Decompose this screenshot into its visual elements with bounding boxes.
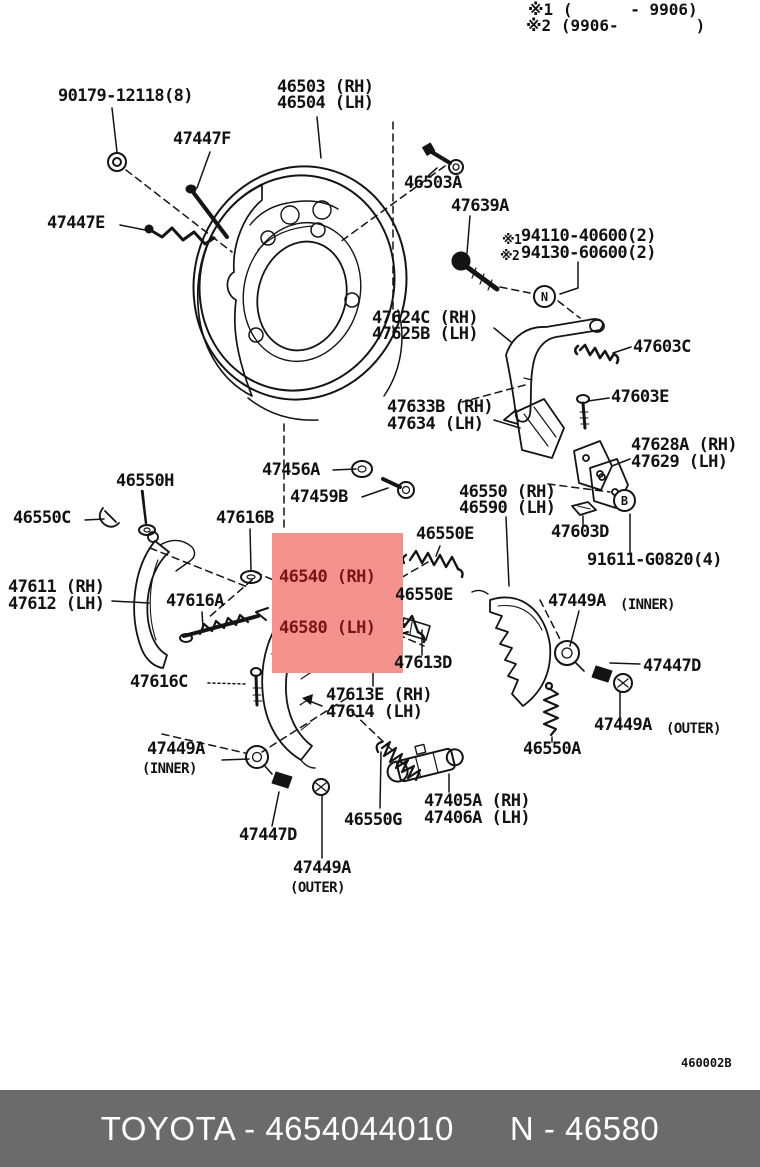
part-label: 47449A — [548, 591, 606, 611]
part-label: 47624C (RH) — [372, 308, 479, 328]
part-label: 47449A — [594, 715, 652, 735]
part-label: 46503A — [404, 173, 462, 193]
spring-46550e-upper — [401, 549, 464, 579]
part-label: 46504 (LH) — [277, 93, 374, 113]
part-label: (OUTER) — [290, 880, 345, 896]
reference-badge-b: B — [613, 489, 636, 512]
part-label: 47405A (RH) — [424, 791, 531, 811]
leader-arrowhead — [302, 694, 313, 705]
part-label: 47616B — [216, 508, 274, 528]
part-label: 47613E (RH) — [326, 685, 433, 705]
part-label: ※2 — [500, 249, 520, 264]
reference-badge-n: N — [533, 285, 556, 308]
part-label: 46550 (RH) — [459, 482, 556, 502]
highlighted-part-line1: 46540 (RH) — [279, 567, 376, 587]
part-label: 47406A (LH) — [424, 808, 531, 828]
backing-plate — [192, 165, 408, 421]
return-spring-47603c — [573, 343, 620, 365]
part-label: (INNER) — [142, 761, 197, 777]
bolt-47616c — [250, 667, 263, 707]
production-note-2: ※2 (9906- ) — [526, 16, 706, 35]
brake-shoe-right-46550 — [471, 589, 552, 707]
part-label: 46550C — [13, 508, 71, 528]
part-label: 47616A — [166, 591, 224, 611]
part-label: 46550E — [416, 524, 474, 544]
spring-46550a — [542, 681, 560, 737]
grommet-47449a-right — [554, 640, 585, 672]
part-label: 47447F — [173, 129, 231, 149]
footer-reference-number: N - 46580 — [509, 1109, 660, 1147]
adjuster-47616a — [179, 607, 269, 643]
part-label: 47611 (RH) — [8, 577, 105, 597]
bolt-47603e — [576, 394, 590, 430]
spring-46550g — [375, 740, 422, 782]
parking-brake-lever — [505, 318, 605, 423]
part-label: 47449A — [147, 739, 205, 759]
adjusting-wedge — [503, 398, 565, 459]
part-label: 47612 (LH) — [8, 594, 105, 614]
part-label: 47625B (LH) — [372, 324, 479, 344]
screw-46503a — [422, 142, 464, 175]
part-label: 47456A — [262, 460, 320, 480]
part-label: 47603E — [611, 387, 669, 407]
part-label: 94110-40600(2) — [521, 226, 656, 246]
pin-46550h — [138, 489, 156, 536]
highlighted-part-line2: 46580 (LH) — [279, 618, 376, 638]
part-label: 47613D — [394, 653, 452, 673]
diagram-code: 460002B — [681, 1056, 732, 1070]
part-label: 47459B — [290, 487, 348, 507]
part-label: 47447D — [239, 825, 297, 845]
part-label: 46550H — [116, 471, 174, 491]
part-label: 46550G — [344, 810, 402, 830]
part-label: 47616C — [130, 672, 188, 692]
footer-bar: TOYOTA - 4654044010 N - 46580 — [0, 1090, 760, 1167]
production-note-1: ※1 ( - 9906) — [528, 0, 698, 19]
part-label: 47614 (LH) — [326, 702, 423, 722]
part-label: 47447D — [643, 656, 701, 676]
bolt-47459b — [381, 477, 415, 499]
grommet-47449a-left — [245, 745, 273, 775]
part-label: 47603C — [633, 337, 691, 357]
part-label: (OUTER) — [666, 721, 721, 737]
brake-shoe-left — [133, 531, 196, 669]
part-label: 91611-G0820(4) — [587, 550, 722, 570]
part-label: 47447E — [47, 213, 105, 233]
highlighted-part-label: 46540 (RH) 46580 (LH) — [272, 533, 403, 673]
part-label: 46550A — [523, 739, 581, 759]
part-label: 46550E — [395, 585, 453, 605]
clip-47603d — [571, 501, 597, 516]
pin-47447f — [185, 184, 229, 239]
part-label: 46503 (RH) — [277, 77, 374, 97]
part-label: 47449A — [293, 858, 351, 878]
nut-90179 — [107, 152, 127, 172]
footer-brand-partnumber: TOYOTA - 4654044010 — [100, 1109, 454, 1147]
washer-47616b — [240, 570, 262, 584]
wheel-cylinder-47405a — [386, 743, 464, 783]
part-label: 47603D — [551, 522, 609, 542]
plug-47447d-right — [591, 665, 633, 693]
dotted-leader-47616c — [207, 682, 248, 685]
part-label: 47634 (LH) — [387, 414, 484, 434]
part-label: 47628A (RH) — [631, 435, 738, 455]
part-label: 47629 (LH) — [631, 452, 728, 472]
part-label: 47633B (RH) — [387, 397, 494, 417]
link-47447e — [144, 224, 216, 246]
bolt-47639a — [451, 251, 500, 292]
plug-47447d-bottom — [271, 771, 330, 796]
dashed-leader-lines — [125, 121, 611, 754]
part-label: ※1 — [502, 233, 522, 248]
part-label: 94130-60600(2) — [521, 243, 656, 263]
part-label: 90179-12118(8) — [58, 86, 193, 106]
clip-46550c — [98, 507, 120, 528]
part-label: 46590 (LH) — [459, 498, 556, 518]
part-label: (INNER) — [620, 597, 675, 613]
part-label: 47639A — [451, 196, 509, 216]
